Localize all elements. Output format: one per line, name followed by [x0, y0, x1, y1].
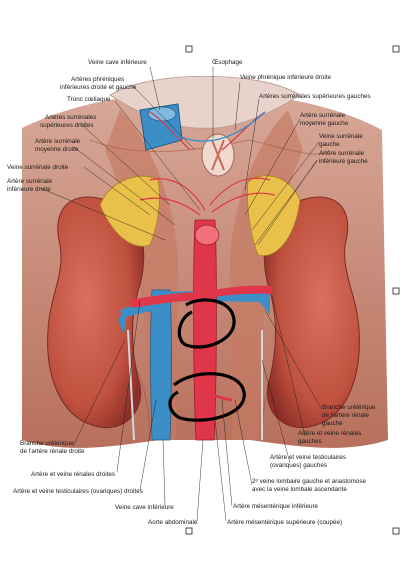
label-artere-veine-testiculaires-gauches-2: (ovariques) gauches — [270, 462, 327, 469]
adrenal-vessels — [139, 111, 276, 216]
label-artere-veine-renales-gauches-2: gauches — [298, 438, 322, 445]
label-veine-cave-inferieure-bottom: Veine cave inférieure — [115, 504, 174, 511]
label-arteres-surrenales-sup-droites-1: Artères surrénales — [45, 114, 96, 121]
label-oesophage: Œsophage — [212, 59, 243, 66]
label-artere-veine-testiculaires-gauches-1: Artère et veine testiculaires — [270, 454, 346, 461]
labels: Veine cave inférieure Œsophage Artères p… — [7, 59, 376, 526]
right-adrenal-gland — [99, 175, 160, 247]
phrenic-vein — [174, 111, 266, 142]
label-arteres-phreniques-1: Artères phréniques — [71, 76, 124, 83]
label-artere-mesenterique-sup: Artère mésentérique supérieure (coupée) — [227, 519, 342, 526]
label-artere-surrenale-moy-droite-1: Artère surrénale — [35, 138, 81, 145]
label-artere-mesenterique-inf: Artère mésentérique inférieure — [233, 503, 319, 510]
left-kidney — [263, 196, 360, 429]
label-veine-surrenale-droite: Veine surrénale droite — [7, 164, 69, 171]
label-artere-surrenale-moy-gauche-2: moyenne gauche — [300, 120, 349, 127]
label-veine-cave-inferieure-top: Veine cave inférieure — [88, 59, 147, 66]
label-artere-surrenale-moy-droite-2: moyenne droite — [35, 146, 79, 153]
annotation-circle-upper — [177, 298, 236, 349]
label-arteres-surrenales-sup-gauches: Artères surrénales supérieures gauches — [259, 93, 371, 100]
label-tronc-coeliaque: Tronc cœliaque — [67, 96, 111, 103]
resize-handle-bottom-middle[interactable] — [185, 527, 193, 535]
label-veine-lombaire-1: 2ᵉ veine lombaire gauche et anastomose — [252, 478, 367, 485]
label-branche-ureterique-droite-1: Branche urétérique — [20, 440, 74, 447]
label-branche-ureterique-gauche-3: gauche — [322, 420, 343, 427]
label-veine-lombaire-2: avec la veine lombale ascendante — [252, 486, 347, 493]
label-aorte-abdominale: Aorte abdominale — [148, 519, 198, 526]
resize-handle-top-right-corner[interactable] — [392, 45, 400, 53]
ivc-top-cut — [139, 103, 183, 151]
resize-handle-right-middle[interactable] — [392, 287, 400, 295]
label-branche-ureterique-gauche-1: Branche urétérique — [322, 404, 376, 411]
label-arteres-phreniques-2: inférieures droite et gauche — [60, 84, 137, 91]
label-artere-surrenale-inf-gauche-2: inférieure gauche — [319, 158, 368, 165]
label-branche-ureterique-gauche-2: de l'artère rénale — [322, 412, 370, 419]
abdominal-aorta — [130, 219, 272, 441]
label-branche-ureterique-droite-2: de l'artère rénale droite — [20, 448, 85, 455]
selection-handles[interactable] — [185, 45, 400, 535]
label-arteres-surrenales-sup-droites-2: supérieures droites — [40, 122, 94, 129]
left-adrenal-gland — [247, 175, 301, 257]
annotation-circle-lower — [168, 372, 246, 422]
label-artere-veine-renales-gauches-1: Artère et veine rénales — [298, 430, 361, 437]
label-veine-surrenale-gauche-2: gauche — [319, 141, 340, 148]
label-artere-surrenale-inf-droite-1: Artère surrénale — [7, 178, 53, 185]
label-artere-surrenale-inf-droite-2: inférieure droite — [7, 186, 51, 193]
ureters — [127, 329, 263, 441]
label-artere-surrenale-moy-gauche-1: Artère surrénale — [300, 112, 346, 119]
annotation-circles — [168, 298, 246, 422]
label-veine-surrenale-gauche-1: Veine surrénale — [319, 133, 363, 140]
esophagus — [201, 133, 235, 177]
label-veine-phrenique: Veine phrénique inférieure droite — [240, 74, 332, 81]
label-artere-veine-testiculaires-droites: Artère et veine testiculaires (ovariques… — [13, 488, 143, 495]
resize-handle-top-right[interactable] — [185, 45, 193, 53]
label-artere-veine-renales-droites: Artère et veine rénales droites — [31, 471, 115, 478]
label-artere-surrenale-inf-gauche-1: Artère surrénale — [319, 150, 365, 157]
leader-lines — [39, 66, 323, 522]
resize-handle-bottom-right[interactable] — [392, 527, 400, 535]
